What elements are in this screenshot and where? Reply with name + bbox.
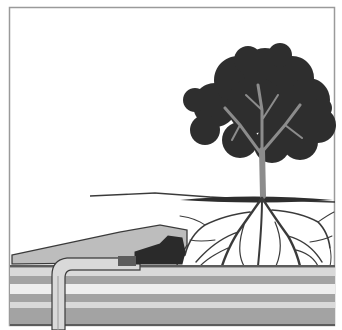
diagram-frame	[0, 0, 342, 330]
tree-root-pipe-diagram	[0, 0, 342, 330]
